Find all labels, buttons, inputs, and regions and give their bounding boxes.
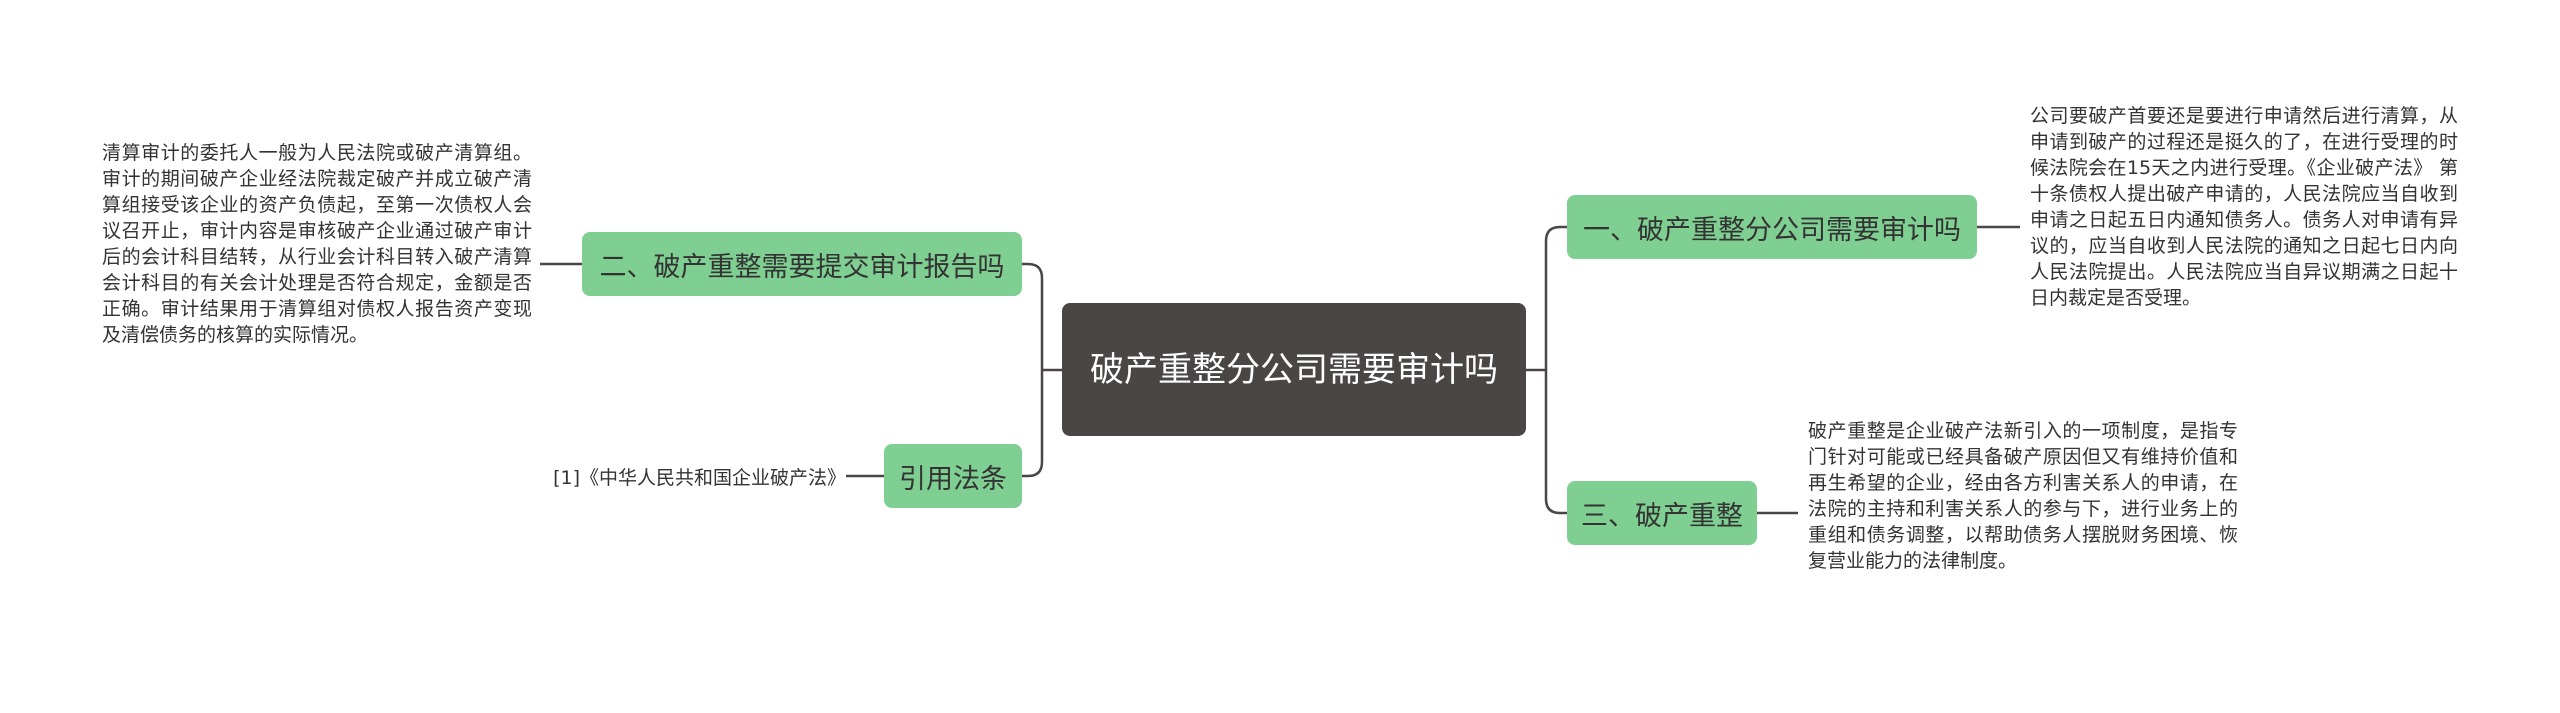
- branch-label: 引用法条: [899, 463, 1007, 495]
- branch-label: 三、破产重整: [1581, 500, 1743, 532]
- branch-cited-law[interactable]: 引用法条: [884, 444, 1022, 508]
- root-topic-label: 破产重整分公司需要审计吗: [1090, 349, 1498, 390]
- connector-branch-1: [1544, 225, 1567, 370]
- leaf-text-application: 公司要破产首要还是要进行申请然后进行清算，从申请到破产的过程还是挺久的了，在进行…: [2030, 105, 2458, 309]
- connector-branch-2: [1544, 370, 1567, 515]
- leaf-text-audit: 清算审计的委托人一般为人民法院或破产清算组。审计的期间破产企业经法院裁定破产并成…: [102, 142, 532, 346]
- root-topic[interactable]: 破产重整分公司需要审计吗: [1062, 303, 1526, 436]
- leaf-text-reorganization: 破产重整是企业破产法新引入的一项制度，是指专门针对可能或已经具备破产原因但又有维…: [1808, 420, 2238, 572]
- branch-reorganization[interactable]: 三、破产重整: [1567, 481, 1757, 545]
- branch-audit-report[interactable]: 二、破产重整需要提交审计报告吗: [582, 232, 1022, 296]
- connector-branch-3: [1022, 262, 1044, 370]
- leaf-text-law-citation: [1]《中华人民共和国企业破产法》: [553, 467, 846, 489]
- connector-branch-4: [1022, 370, 1044, 478]
- branch-label: 一、破产重整分公司需要审计吗: [1583, 214, 1961, 246]
- branch-audit-question[interactable]: 一、破产重整分公司需要审计吗: [1567, 195, 1977, 259]
- branch-label: 二、破产重整需要提交审计报告吗: [599, 251, 1005, 283]
